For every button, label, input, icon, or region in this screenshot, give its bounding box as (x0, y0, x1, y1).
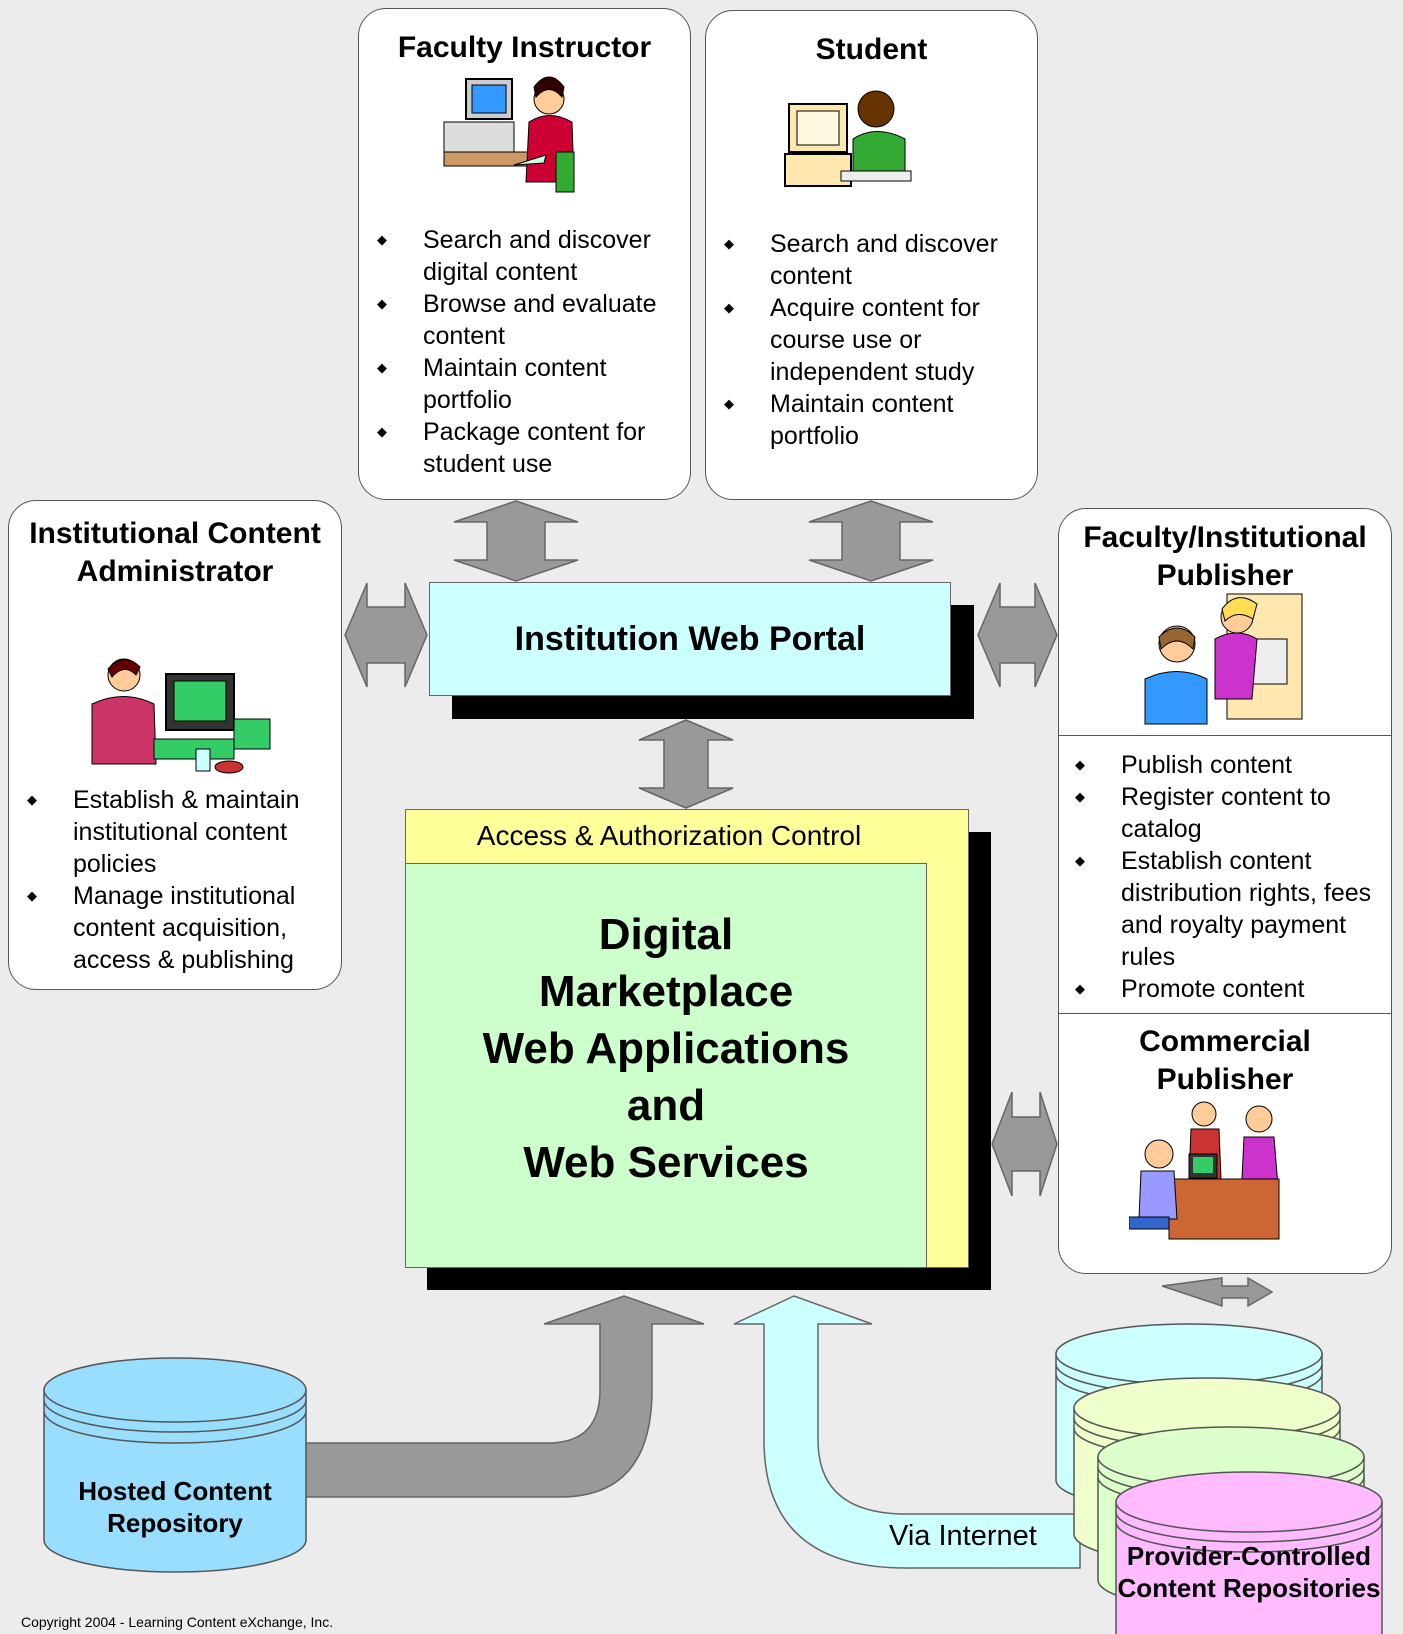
facpub-clipart (1144, 593, 1303, 725)
list-item: Package content for student use (377, 416, 687, 480)
list-item: Search and discover digital content (377, 224, 687, 288)
internet-arrow (733, 1295, 1081, 1569)
marketplace-line: and (626, 1081, 706, 1130)
portal-market-arrow (638, 719, 734, 809)
faculty-portal-arrow (453, 500, 579, 582)
hosted-arrow (303, 1295, 705, 1498)
marketplace-line: Marketplace (538, 967, 794, 1016)
facpub-title: Faculty/Institutional Publisher (1083, 521, 1367, 592)
facpub-list: Publish content Register content to cata… (1075, 749, 1385, 1005)
student-box: Student Search and discover content Acqu… (705, 10, 1038, 500)
via-internet-label: Via Internet (889, 1520, 1037, 1552)
student-list: Search and discover content Acquire cont… (724, 228, 1034, 452)
student-portal-arrow (808, 500, 934, 582)
list-item: Establish & maintain institutional conte… (27, 784, 337, 880)
list-item: Browse and evaluate content (377, 288, 687, 352)
hosted-cylinder (43, 1357, 307, 1573)
portal-facpub-arrow (977, 582, 1058, 688)
access-control-label: Access & Authorization Control (476, 820, 862, 851)
digital-marketplace-box: Digital Marketplace Web Applications and… (405, 863, 927, 1268)
marketplace-line: Web Applications (482, 1024, 850, 1073)
facpub-divider (1059, 735, 1391, 736)
list-item: Maintain content portfolio (724, 388, 1034, 452)
hosted-repo-label: Hosted Content Repository (78, 1476, 272, 1538)
list-item: Acquire content for course use or indepe… (724, 292, 1034, 388)
marketplace-line: Digital (598, 910, 734, 959)
copyright-text: Copyright 2004 - Learning Content eXchan… (21, 1614, 334, 1630)
compub-divider (1059, 1013, 1391, 1014)
admin-title: Institutional Content Administrator (29, 517, 321, 588)
list-item: Register content to catalog (1075, 781, 1385, 845)
admin-box: Institutional Content Administrator Esta… (8, 500, 342, 990)
list-item: Establish content distribution rights, f… (1075, 845, 1385, 973)
publisher-box: Faculty/Institutional Publisher Publish … (1058, 508, 1392, 1274)
compub-title: Commercial Publisher (1139, 1025, 1311, 1096)
marketplace-line: Web Services (523, 1138, 809, 1187)
compub-clipart (1129, 1101, 1280, 1240)
faculty-title: Faculty Instructor (397, 31, 652, 64)
compub-repo-arrow (1161, 1276, 1274, 1308)
list-item: Promote content (1075, 973, 1385, 1005)
faculty-box: Faculty Instructor Search and discover d… (358, 8, 691, 500)
student-title: Student (815, 33, 928, 66)
faculty-clipart (443, 76, 575, 193)
admin-portal-arrow (344, 582, 428, 688)
marketplace-title: Digital Marketplace Web Applications and… (406, 906, 926, 1191)
market-compub-arrow (991, 1091, 1058, 1197)
institution-web-portal: Institution Web Portal (429, 582, 951, 696)
student-clipart (784, 90, 912, 187)
list-item: Maintain content portfolio (377, 352, 687, 416)
faculty-list: Search and discover digital content Brow… (377, 224, 687, 480)
list-item: Search and discover content (724, 228, 1034, 292)
list-item: Manage institutional content acquisition… (27, 880, 337, 976)
admin-clipart (91, 658, 271, 774)
admin-list: Establish & maintain institutional conte… (27, 784, 337, 976)
provider-cylinder-4 (1115, 1471, 1383, 1634)
list-item: Publish content (1075, 749, 1385, 781)
provider-repo-label: Provider-Controlled Content Repositories (1117, 1541, 1381, 1603)
